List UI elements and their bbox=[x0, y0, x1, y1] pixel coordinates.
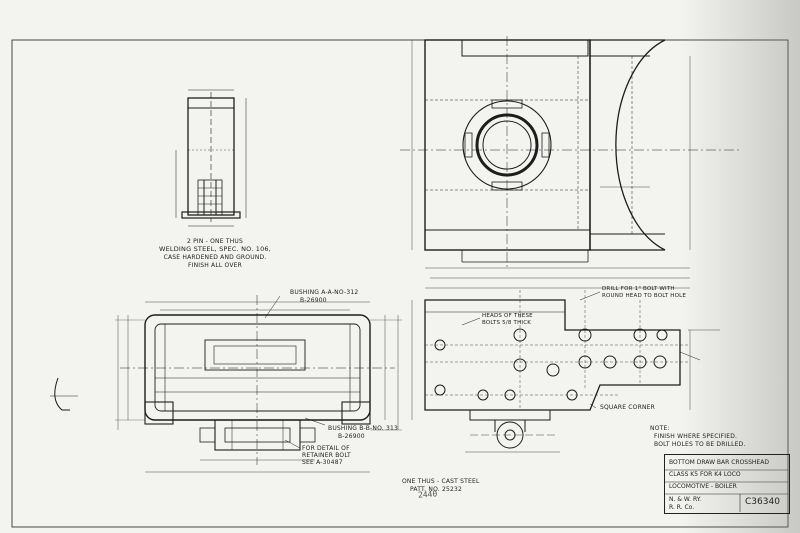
checked-line1: N. & W. RY. bbox=[669, 496, 702, 503]
bushing-top-line2: B-26900 bbox=[300, 297, 327, 304]
bushing-top-line1: BUSHING A-A-NO-312 bbox=[290, 289, 359, 296]
edge-detail bbox=[50, 377, 78, 411]
retainer-note-line2: RETAINER BOLT bbox=[302, 452, 351, 459]
pin-note-line2: WELDING STEEL, SPEC. NO. 106, bbox=[158, 245, 272, 253]
drawing-number: C36340 bbox=[745, 497, 780, 507]
scan-shading bbox=[680, 0, 800, 533]
general-note-line3: BOLT HOLES TO BE DRILLED. bbox=[654, 441, 746, 448]
drill-note-line2: ROUND HEAD TO BOLT HOLE bbox=[602, 293, 687, 299]
pin-note-line4: FINISH ALL OVER bbox=[187, 262, 243, 269]
bushing-bottom-line1: BUSHING B-B-NO. 313 bbox=[328, 425, 399, 432]
general-note-line2: FINISH WHERE SPECIFIED. bbox=[654, 433, 738, 440]
bolt-pattern-view bbox=[411, 287, 720, 453]
crosshead-elevation-view bbox=[115, 295, 402, 473]
crosshead-plan-view bbox=[400, 36, 740, 279]
pin-note-line1: 2 PIN - ONE THUS bbox=[186, 238, 244, 245]
pin-note-line3: CASE HARDENED AND GROUND. bbox=[163, 254, 267, 261]
heads-note-line1: HEADS OF THESE bbox=[482, 313, 533, 319]
casting-note-line1: ONE THUS - CAST STEEL bbox=[402, 478, 480, 485]
checked-line2: R. R. Co. bbox=[669, 504, 695, 511]
retainer-note-line3: SEE A-30487 bbox=[302, 459, 343, 466]
title-line1: BOTTOM DRAW BAR CROSSHEAD bbox=[669, 459, 769, 466]
square-corner-label: SQUARE CORNER bbox=[600, 404, 656, 411]
drill-note-line1: DRILL FOR 1" BOLT WITH bbox=[602, 286, 675, 292]
title-line2: CLASS K5 FOR K4 LOCO bbox=[669, 471, 741, 478]
casting-note-line2: PATT. NO. 25232 bbox=[410, 486, 463, 493]
retainer-note-line1: FOR DETAIL OF bbox=[302, 445, 350, 452]
heads-note-line2: BOLTS 5/8 THICK bbox=[482, 320, 532, 326]
bushing-bottom-line2: B-26900 bbox=[338, 433, 365, 440]
title-line3: LOCOMOTIVE - BOILER bbox=[669, 483, 737, 490]
title-block: BOTTOM DRAW BAR CROSSHEAD CLASS K5 FOR K… bbox=[664, 454, 790, 514]
general-note-heading: NOTE: bbox=[650, 425, 670, 432]
handwritten-stamp: 2440 bbox=[417, 489, 438, 500]
sheet-border bbox=[11, 39, 789, 528]
pin-detail-view bbox=[175, 89, 247, 227]
